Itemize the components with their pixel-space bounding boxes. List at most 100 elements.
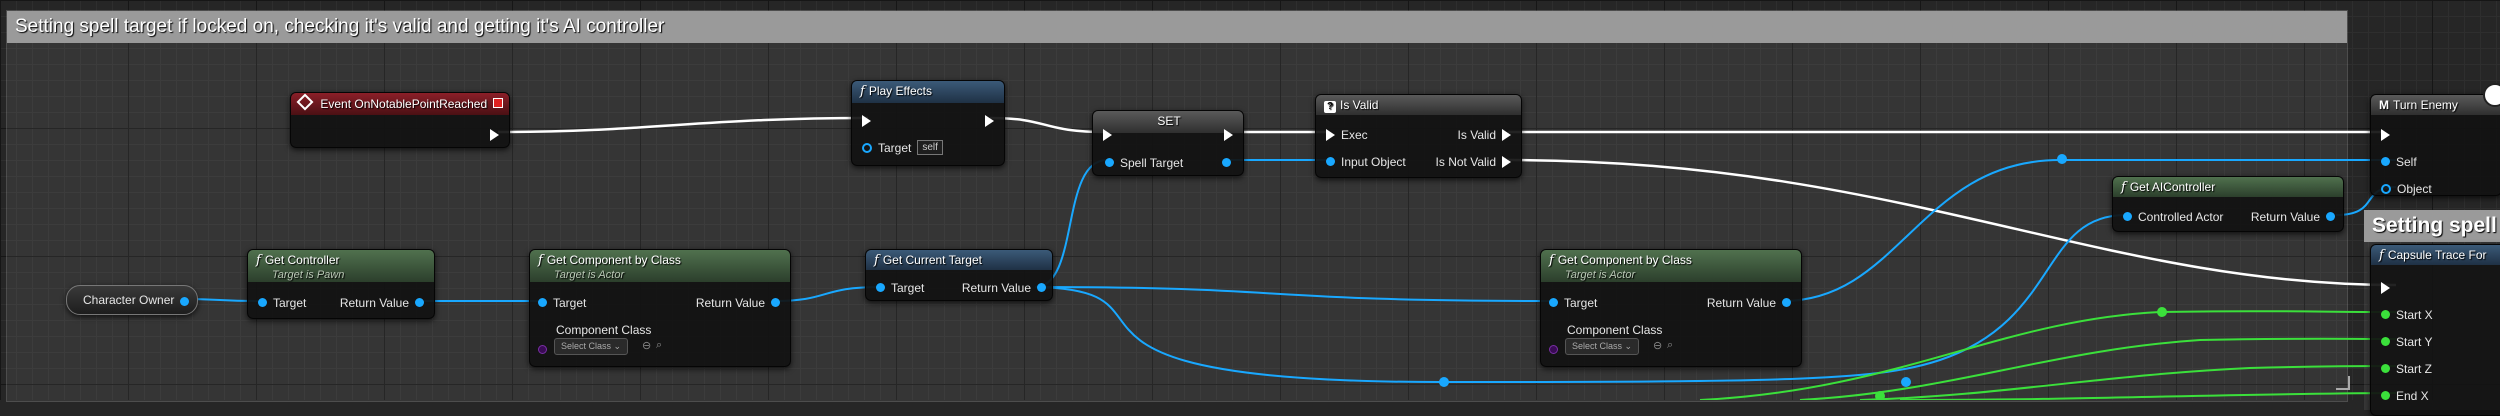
component-class-pin-2[interactable] <box>1549 342 1558 356</box>
object-pin-icon <box>1782 298 1791 308</box>
comment-box[interactable]: Setting spell target if locked on, check… <box>6 10 2348 402</box>
self-value-box[interactable]: self <box>917 140 943 156</box>
is-valid-node[interactable]: ? Is Valid Exec Input Object Is Valid Is … <box>1315 94 1522 178</box>
play-effects-exec-in[interactable] <box>862 113 871 127</box>
pin-label: Target <box>891 280 925 295</box>
pin-label: Start Y <box>2396 334 2433 349</box>
event-node-header[interactable]: Event OnNotablePointReached <box>291 93 509 115</box>
class-pin-icon <box>1549 345 1558 355</box>
object-pin-icon <box>2326 212 2335 222</box>
arrow-icon[interactable]: ⊖ <box>1653 340 1663 352</box>
comment-header-2[interactable]: Setting spell t <box>2364 210 2500 242</box>
component-class-pin-1[interactable] <box>538 342 547 356</box>
set-node-header[interactable]: SET <box>1093 111 1243 133</box>
character-owner-out[interactable] <box>180 294 189 308</box>
capsule-trace-start-y[interactable]: Start Y <box>2381 334 2438 349</box>
delegate-pin[interactable] <box>493 98 503 108</box>
search-icon[interactable]: ⌕ <box>656 339 663 351</box>
select-class-dropdown-2[interactable]: Select Class ⌄ <box>1565 338 1640 355</box>
capsule-trace-start-z[interactable]: Start Z <box>2381 361 2438 376</box>
exec-pin-icon <box>2381 128 2390 141</box>
get-controller-return[interactable]: Return Value <box>334 295 424 310</box>
set-spell-target-out[interactable] <box>1222 155 1231 169</box>
comment-header[interactable]: Setting spell target if locked on, check… <box>7 11 2347 43</box>
get-ai-controller-title: Get AIController <box>2129 180 2216 194</box>
get-component-return-1[interactable]: Return Value <box>690 295 780 310</box>
object-pin-icon <box>180 297 189 307</box>
get-controller-subtitle: Target is Pawn <box>272 269 345 281</box>
event-exec-out[interactable] <box>490 127 499 141</box>
capsule-trace-start-x[interactable]: Start X <box>2381 307 2439 322</box>
float-pin-icon <box>2381 310 2390 320</box>
exec-pin-icon <box>862 114 871 127</box>
play-effects-title: Play Effects <box>868 84 932 98</box>
pin-label: Is Valid <box>1457 127 1496 142</box>
pin-label: Return Value <box>695 295 765 310</box>
pin-label: Component Class <box>1567 323 1663 337</box>
get-current-target-title: Get Current Target <box>882 253 982 267</box>
get-component-target-2[interactable]: Target <box>1549 295 1603 310</box>
character-owner-node[interactable]: Character Owner <box>66 285 198 315</box>
set-exec-in[interactable] <box>1103 127 1112 141</box>
is-valid-out[interactable]: Is Valid <box>1452 127 1511 142</box>
set-spell-target-in[interactable]: Spell Target <box>1105 155 1189 170</box>
capsule-trace-exec-in[interactable] <box>2381 280 2390 294</box>
is-valid-title: Is Valid <box>1340 98 1379 112</box>
select-class-text: Select Class <box>1572 341 1623 351</box>
pin-label: Target <box>273 295 307 310</box>
pin-label: Input Object <box>1341 154 1406 169</box>
play-effects-exec-out[interactable] <box>985 113 994 127</box>
resize-handle-icon[interactable] <box>2336 376 2350 390</box>
get-component-return-2[interactable]: Return Value <box>1701 295 1791 310</box>
get-current-target-target[interactable]: Target <box>876 280 930 295</box>
select-class-dropdown-1[interactable]: Select Class ⌄ <box>554 338 629 355</box>
is-not-valid-out[interactable]: Is Not Valid <box>1430 154 1511 169</box>
get-ai-controller-actor[interactable]: Controlled Actor <box>2123 209 2229 224</box>
pin-label: Self <box>2396 154 2417 169</box>
set-node[interactable]: SET Spell Target <box>1092 110 1244 176</box>
get-component-target-1[interactable]: Target <box>538 295 592 310</box>
get-ai-controller-return[interactable]: Return Value <box>2245 209 2335 224</box>
object-pin-icon <box>1549 298 1558 308</box>
object-pin-icon <box>1222 158 1231 168</box>
is-valid-exec-in[interactable]: Exec <box>1326 127 1374 142</box>
is-valid-input-object[interactable]: Input Object <box>1326 154 1412 169</box>
get-component-title-1: Get Component by Class <box>546 253 681 267</box>
turn-enemy-self-pin[interactable]: Self <box>2381 154 2423 169</box>
set-exec-out[interactable] <box>1224 127 1233 141</box>
macro-icon: ? <box>1324 101 1336 113</box>
object-pin-icon <box>771 298 780 308</box>
search-icon[interactable]: ⌕ <box>1667 339 1674 351</box>
arrow-icon[interactable]: ⊖ <box>642 340 652 352</box>
is-valid-header[interactable]: ? Is Valid <box>1316 95 1521 115</box>
get-current-target-return[interactable]: Return Value <box>956 280 1046 295</box>
turn-enemy-exec-in[interactable] <box>2381 127 2390 141</box>
object-pin-icon <box>876 283 885 293</box>
object-pin-icon <box>1105 158 1114 168</box>
exec-pin-icon <box>1103 128 1112 141</box>
turn-enemy-object-pin[interactable]: Object <box>2381 181 2438 196</box>
pin-label: Controlled Actor <box>2138 209 2224 224</box>
event-node[interactable]: Event OnNotablePointReached <box>290 92 510 148</box>
capsule-trace-end-x[interactable]: End X <box>2381 388 2435 403</box>
chevron-down-icon: ⌄ <box>1624 341 1633 351</box>
exec-pin-icon <box>2381 281 2390 294</box>
get-controller-target[interactable]: Target <box>258 295 312 310</box>
